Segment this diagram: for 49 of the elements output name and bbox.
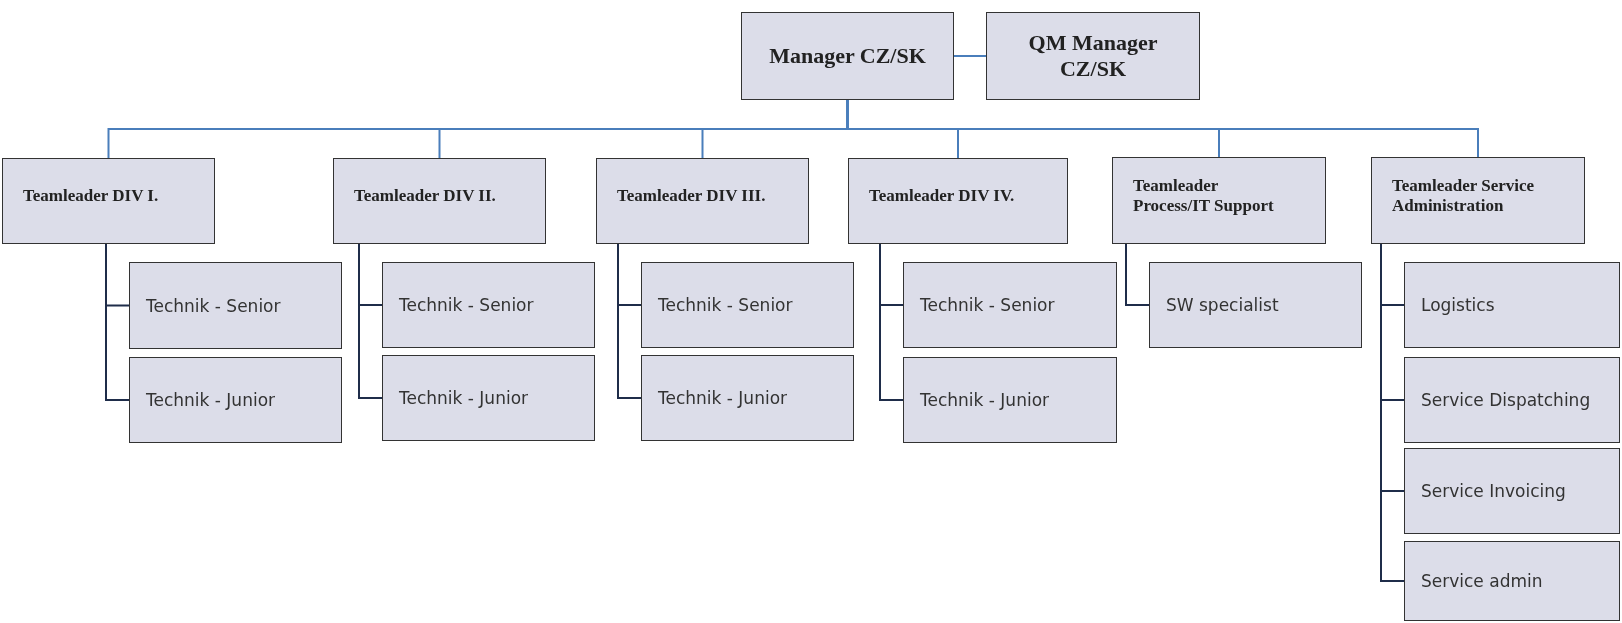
role-title: Service Invoicing bbox=[1421, 481, 1566, 501]
org-box bbox=[903, 357, 1117, 443]
role-title: Teamleader Service Administration bbox=[1392, 175, 1536, 216]
org-box bbox=[2, 158, 215, 244]
org-box bbox=[129, 262, 342, 349]
org-box bbox=[1112, 157, 1326, 244]
org-box bbox=[741, 12, 954, 100]
connector-line bbox=[358, 243, 383, 399]
role-title: Teamleader DIV II. bbox=[354, 186, 496, 206]
org-box bbox=[333, 158, 546, 244]
org-box bbox=[1404, 357, 1620, 443]
role-title: Technik - Junior bbox=[658, 388, 788, 408]
role-title: Technik - Junior bbox=[146, 390, 276, 410]
org-box bbox=[1371, 157, 1585, 244]
connector-line bbox=[1380, 243, 1405, 582]
connector-line bbox=[953, 55, 987, 57]
role-title: Teamleader DIV IV. bbox=[869, 186, 1015, 206]
connector-line bbox=[879, 243, 904, 401]
org-box bbox=[1149, 262, 1362, 348]
org-box bbox=[129, 357, 342, 443]
role-title: Technik - Senior bbox=[146, 295, 281, 316]
org-box bbox=[382, 355, 595, 441]
org-box bbox=[382, 262, 595, 348]
org-box bbox=[986, 12, 1200, 100]
org-box bbox=[903, 262, 1117, 348]
role-title: Service admin bbox=[1421, 571, 1543, 591]
role-title: Technik - Senior bbox=[920, 295, 1055, 315]
role-title: Technik - Junior bbox=[399, 388, 529, 408]
role-title: Manager CZ/SK bbox=[769, 43, 926, 69]
role-title: Teamleader DIV III. bbox=[617, 186, 766, 206]
org-box bbox=[1404, 448, 1620, 534]
role-title: Teamleader DIV I. bbox=[23, 186, 159, 206]
org-box bbox=[641, 262, 854, 348]
role-title: Technik - Senior bbox=[658, 295, 793, 315]
org-box bbox=[596, 158, 809, 244]
role-title: Technik - Senior bbox=[399, 295, 534, 315]
role-title: Technik - Junior bbox=[920, 390, 1050, 410]
connector-line bbox=[617, 243, 642, 399]
role-title: Teamleader Process/IT Support bbox=[1133, 175, 1275, 216]
org-box bbox=[1404, 262, 1620, 348]
role-title: QM Manager CZ/SK bbox=[1027, 30, 1159, 82]
connector-line bbox=[105, 243, 130, 401]
role-title: Logistics bbox=[1421, 295, 1495, 315]
org-box bbox=[641, 355, 854, 441]
role-title: SW specialist bbox=[1166, 295, 1279, 315]
org-box bbox=[1404, 541, 1620, 621]
connector-line bbox=[1125, 243, 1150, 306]
org-box bbox=[848, 158, 1068, 244]
role-title: Service Dispatching bbox=[1421, 390, 1591, 410]
